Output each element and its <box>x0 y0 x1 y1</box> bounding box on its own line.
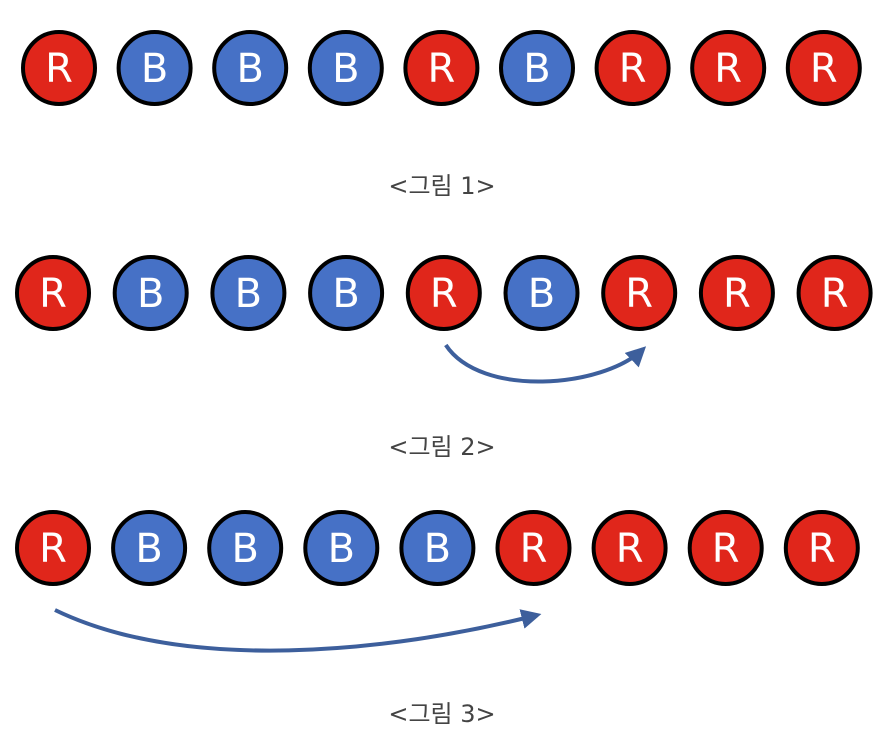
ball-circle <box>112 255 189 331</box>
ball-label: B <box>231 526 258 572</box>
ball-blue: B <box>210 255 287 331</box>
move-arrow-3 <box>54 608 542 653</box>
ball-circle <box>303 510 380 586</box>
ball-circle <box>21 30 97 106</box>
ball-blue: B <box>212 30 289 106</box>
ball-circle <box>210 255 287 331</box>
ball-red: R <box>601 255 678 331</box>
ball-label: B <box>332 271 359 317</box>
ball-red: R <box>21 30 97 106</box>
ball-blue: B <box>308 255 385 331</box>
ball-label: R <box>714 46 742 92</box>
ball-red: R <box>796 255 873 331</box>
ball-circle <box>796 255 873 331</box>
ball-label: R <box>723 271 751 317</box>
ball-red: R <box>698 255 775 331</box>
ball-red: R <box>785 30 862 106</box>
ball-circle <box>399 510 476 586</box>
ball-label: B <box>424 526 451 572</box>
ball-circle <box>785 30 862 106</box>
ball-label: R <box>712 526 740 572</box>
ball-circle <box>15 510 91 586</box>
ball-red: R <box>690 30 767 106</box>
ball-label: B <box>328 526 355 572</box>
move-arrow-2 <box>444 343 647 384</box>
ball-label: B <box>137 271 164 317</box>
ball-circle <box>307 30 384 106</box>
ball-circle <box>499 30 575 106</box>
ball-circle <box>783 510 860 586</box>
ball-blue: B <box>399 510 476 586</box>
ball-circle <box>212 30 289 106</box>
ball-label: R <box>39 526 67 572</box>
ball-red: R <box>15 510 91 586</box>
ball-circle <box>111 510 188 586</box>
ball-label: R <box>430 271 458 317</box>
ball-red: R <box>594 30 671 106</box>
ball-circle <box>601 255 678 331</box>
ball-red: R <box>405 255 482 331</box>
ball-label: B <box>236 46 263 92</box>
ball-blue: B <box>499 30 575 106</box>
ball-blue: B <box>207 510 284 586</box>
figure-3: R B B B B R R R R <그림 3> <box>15 510 860 728</box>
ball-label: R <box>45 46 73 92</box>
ball-red: R <box>783 510 860 586</box>
ball-label: B <box>141 46 168 92</box>
ball-label: B <box>528 271 555 317</box>
ball-label: R <box>616 526 644 572</box>
ball-circle <box>594 30 671 106</box>
ball-label: R <box>39 271 67 317</box>
ball-label: R <box>808 526 836 572</box>
ball-circle <box>503 255 580 331</box>
ball-label: R <box>619 46 647 92</box>
ball-label: B <box>235 271 262 317</box>
figure-1: R B B B R B R R R <그림 1> <box>21 30 862 200</box>
ball-label: R <box>625 271 653 317</box>
ball-circle <box>405 255 482 331</box>
ball-blue: B <box>303 510 380 586</box>
ball-circle <box>687 510 764 586</box>
figure-1-caption: <그림 1> <box>388 172 495 200</box>
ball-red: R <box>15 255 91 331</box>
ball-label: B <box>523 46 550 92</box>
ball-circle <box>308 255 385 331</box>
figure-2-caption: <그림 2> <box>388 433 495 461</box>
ball-label: R <box>810 46 838 92</box>
ball-red: R <box>495 510 572 586</box>
ball-circle <box>698 255 775 331</box>
ball-blue: B <box>111 510 188 586</box>
ball-circle <box>591 510 668 586</box>
ball-blue: B <box>503 255 580 331</box>
figure-2: R B B B R B R R R <그림 2> <box>15 255 873 461</box>
ball-red: R <box>687 510 764 586</box>
ball-label: R <box>821 271 849 317</box>
ball-blue: B <box>112 255 189 331</box>
ball-blue: B <box>307 30 384 106</box>
ball-circle <box>116 30 193 106</box>
ball-blue: B <box>116 30 193 106</box>
ball-label: R <box>520 526 548 572</box>
figure-3-caption: <그림 3> <box>388 700 495 728</box>
ball-label: B <box>332 46 359 92</box>
ball-red: R <box>403 30 480 106</box>
ball-circle <box>690 30 767 106</box>
ball-circle <box>207 510 284 586</box>
ball-label: R <box>428 46 456 92</box>
ball-red: R <box>591 510 668 586</box>
ball-circle <box>403 30 480 106</box>
ball-circle <box>495 510 572 586</box>
ball-label: B <box>135 526 162 572</box>
ball-circle <box>15 255 91 331</box>
